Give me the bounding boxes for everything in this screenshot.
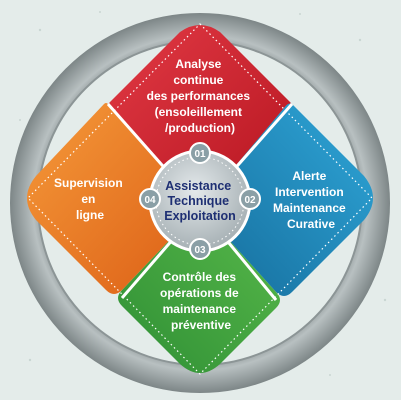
badge-04: 04 [139,188,161,210]
badge-04-number: 04 [144,195,156,206]
quadrant-left-line-3: ligne [76,208,104,222]
badge-03: 03 [189,238,211,260]
diamond-dotted-border [27,23,373,375]
badge-01-number: 01 [194,149,206,160]
quadrant-bottom-line-1: Contrôle des [163,270,237,284]
quadrant-bottom-line-2: opérations de [160,286,239,300]
quadrant-top-label: Analyse continue des performances (ensol… [147,57,254,135]
badge-01: 01 [189,142,211,164]
quadrant-left-shape [27,103,200,294]
quadrant-left-label: Supervision en ligne [54,176,126,222]
quadrant-right-line-2: Intervention [275,185,344,199]
center-line-2: Technique [167,194,229,208]
quadrant-bottom-label: Contrôle des opérations de maintenance p… [160,270,242,332]
quadrant-top-line-3: des performances [147,89,251,103]
quadrant-top-line-2: continue [173,73,223,87]
center-line-3: Exploitation [164,209,236,223]
quadrant-top-shape [106,25,294,208]
quadrant-right-line-1: Alerte [292,169,326,183]
quadrant-top-line-5: /production) [165,121,235,135]
quadrant-left-line-2: en [81,192,95,206]
quadrant-right-shape [200,103,373,296]
badge-03-number: 03 [194,245,206,256]
badge-02: 02 [239,188,261,210]
center-label: Assistance Technique Exploitation [164,179,236,223]
quadrant-right-label: Alerte Intervention Maintenance Curative [273,169,349,231]
quadrant-left-line-1: Supervision [54,176,123,190]
background-sparkles [19,11,387,376]
center-line-1: Assistance [165,179,231,193]
quadrant-right-line-3: Maintenance [273,201,346,215]
quadrant-top-line-1: Analyse [175,57,221,71]
badge-02-number: 02 [244,195,256,206]
quadrant-right-line-4: Curative [287,217,335,231]
quadrant-top-line-4: (ensoleillement [155,105,242,119]
quadrant-bottom-line-3: maintenance [163,302,237,316]
quadrant-bottom-line-4: préventive [171,318,231,332]
